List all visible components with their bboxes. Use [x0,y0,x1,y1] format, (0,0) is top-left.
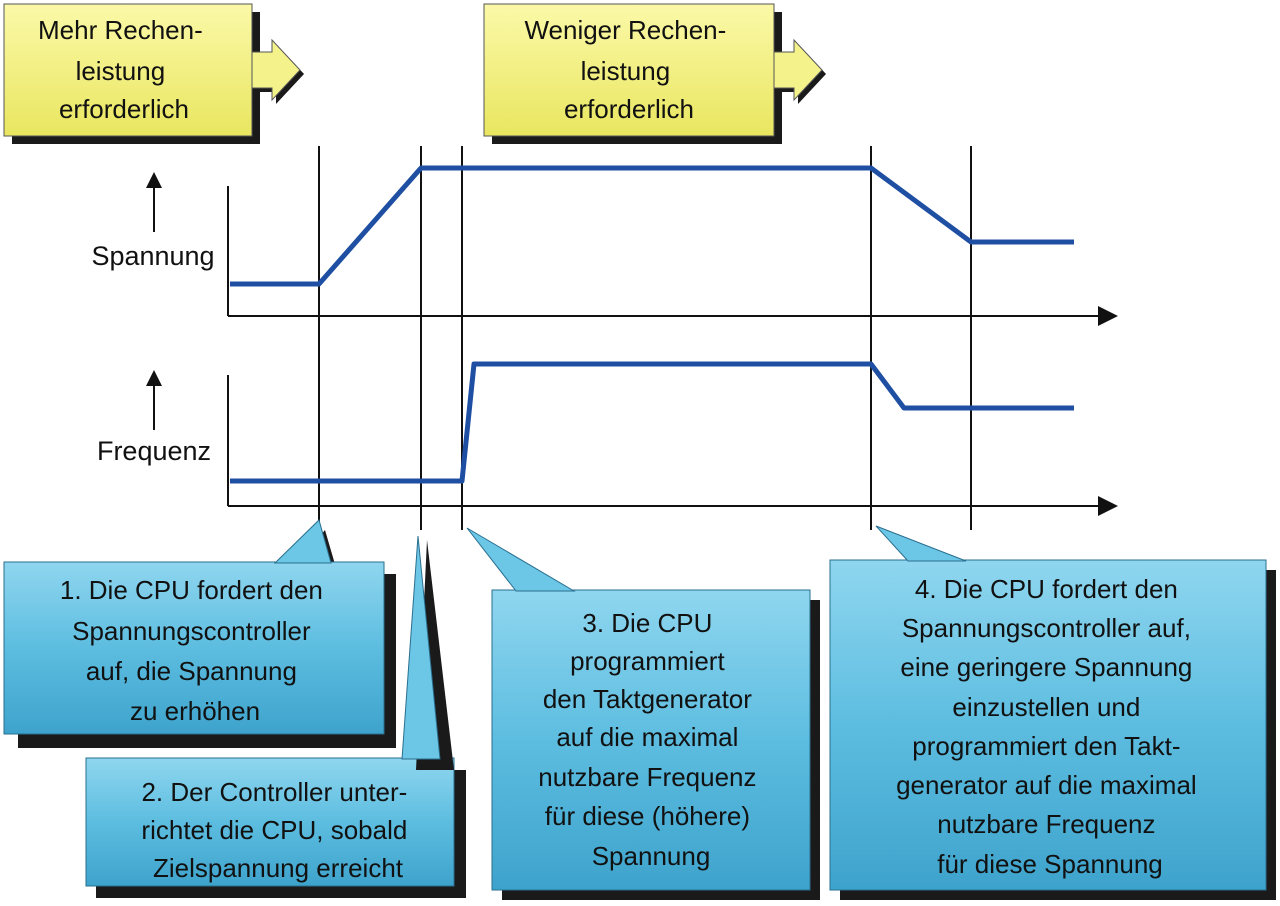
callout-1-line-3: auf, die Spannung [86,656,297,686]
callout-4-line-8: für diese Spannung [937,849,1163,879]
callout-2-line-3: Zielspannung erreicht [153,853,404,883]
callout-3-line-1: 3. Die CPU [582,608,712,638]
callout-4-line-5: programmiert den Takt- [912,731,1180,761]
callout-4-line-3: eine geringere Spannung [900,652,1192,682]
frequency-curve [230,361,1074,484]
axis-arrow-icon [1098,306,1118,326]
svg-text:3. Die CPU programmiert: 3. Die CPU programmiert den Taktgenerato… [538,608,763,871]
voltage-label: Spannung [91,241,214,271]
callout-4-line-7: nutzbare Frequenz [937,809,1155,839]
callout-3-line-3: den Taktgenerator [543,684,752,714]
callout-3-line-4: auf die maximal [556,722,738,752]
up-arrow-icon [146,172,162,188]
callout-1-line-2: Spannungscontroller [72,616,311,646]
callout-4-line-6: generator auf die maximal [896,770,1197,800]
less-box-line-2: leistung [581,56,671,86]
frequency-label: Frequenz [97,436,211,466]
more-box-line-3: erforderlich [59,94,189,124]
event-lines [318,146,972,530]
arrow-right-icon [773,38,823,102]
callout-2-line-1: 2. Der Controller unter- [141,777,407,807]
voltage-axis: Spannung [91,172,1118,326]
callout-4-line-4: einzustellen und [952,692,1140,722]
callout-1-line-4: zu erhöhen [130,696,260,726]
callout-4-line-2: Spannungscontroller auf, [902,613,1191,643]
svg-text:Weniger Rechen- leistung: Weniger Rechen- leistung erforderlich [524,15,733,124]
callout-1-line-1: 1. Die CPU fordert den [60,575,323,605]
svg-text:Mehr Rechen- leistung: Mehr Rechen- leistung erforderlich [38,15,210,124]
arrow-right-icon [251,38,301,102]
callout-3-line-6: für diese (höhere) [545,801,750,831]
callout-3-line-2: programmiert [570,646,725,676]
axis-arrow-icon [1098,496,1118,516]
callout-2-line-2: richtet die CPU, sobald [141,815,407,845]
callout-4: 4. Die CPU fordert den Spannungscontroll… [829,525,1276,900]
less-box-line-1: Weniger Rechen- [524,15,726,45]
callout-3-line-7: Spannung [592,841,711,871]
svg-text:1. Die CPU fordert den S: 1. Die CPU fordert den Spannungscontroll… [60,575,330,726]
more-box-line-2: leistung [76,56,166,86]
svg-text:2. Der Controller unter-: 2. Der Controller unter- richtet die CPU… [141,777,414,883]
callout-3: 3. Die CPU programmiert den Taktgenerato… [466,527,820,900]
callout-1: 1. Die CPU fordert den Spannungscontroll… [3,519,396,748]
callout-4-line-1: 4. Die CPU fordert den [915,574,1178,604]
less-box-line-3: erforderlich [564,94,694,124]
less-performance-box: Weniger Rechen- leistung erforderlich [483,3,826,144]
callout-3-line-5: nutzbare Frequenz [538,762,756,792]
voltage-curve [230,165,1074,287]
up-arrow-icon [146,370,162,386]
frequency-axis: Frequenz [97,370,1118,516]
callout-2: 2. Der Controller unter- richtet die CPU… [85,535,466,898]
svg-text:4. Die CPU fordert den S: 4. Die CPU fordert den Spannungscontroll… [896,574,1204,879]
more-box-line-1: Mehr Rechen- [38,15,203,45]
more-performance-box: Mehr Rechen- leistung erforderlich [3,3,304,144]
